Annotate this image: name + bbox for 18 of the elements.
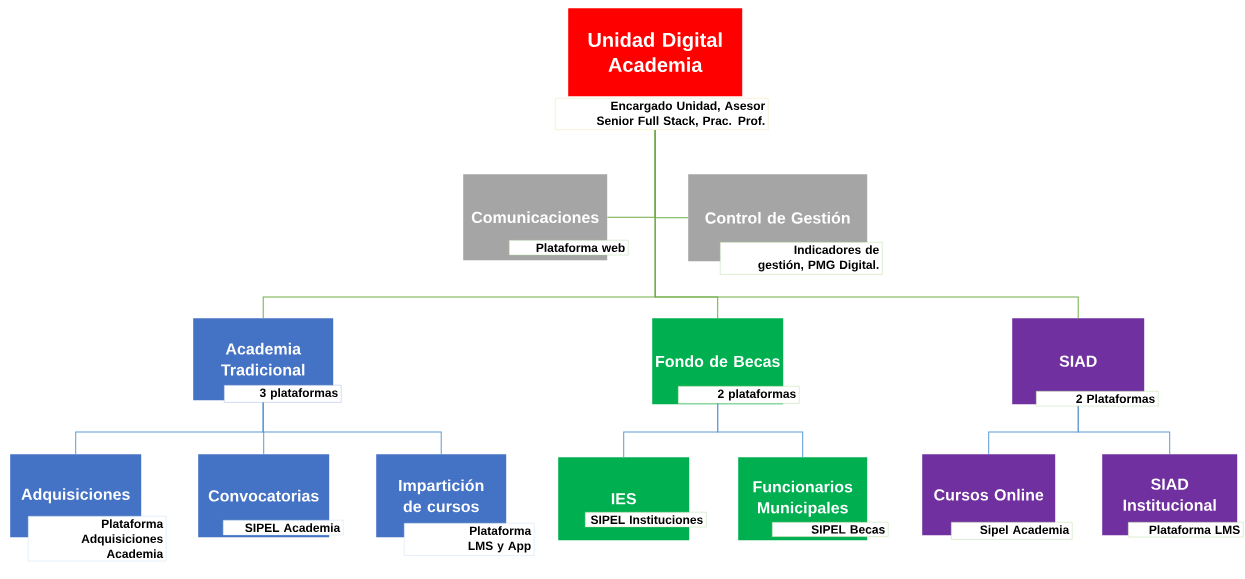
connector-line — [717, 403, 804, 458]
platform-box: Indicadores de gestión, PMG Digital. — [720, 242, 883, 275]
platform-box: Sipel Academia — [951, 522, 1073, 540]
platform-box: SIPEL Instituciones — [585, 512, 707, 528]
connector-line — [654, 129, 1079, 319]
platform-box: Plataforma Adquisiciones Academia — [28, 516, 167, 562]
platform-box: Plataforma web — [509, 240, 629, 256]
platform-box: Plataforma LMS — [1128, 522, 1244, 538]
platform-box: SIPEL Becas — [772, 522, 889, 537]
platform-box: 2 plataformas — [678, 386, 800, 404]
platform-box: 2 Plataformas — [1036, 391, 1159, 407]
org-box: Unidad Digital Academia — [568, 8, 743, 97]
platform-box: 3 plataformas — [224, 385, 342, 403]
connector-line — [262, 402, 442, 455]
connector-line — [1077, 405, 1171, 455]
platform-box: Plataforma LMS y App — [404, 523, 535, 556]
platform-box: SIPEL Academia — [223, 520, 344, 536]
platform-box: Encargado Unidad, Asesor Senior Full Stack, Prac. Prof. — [555, 98, 769, 130]
